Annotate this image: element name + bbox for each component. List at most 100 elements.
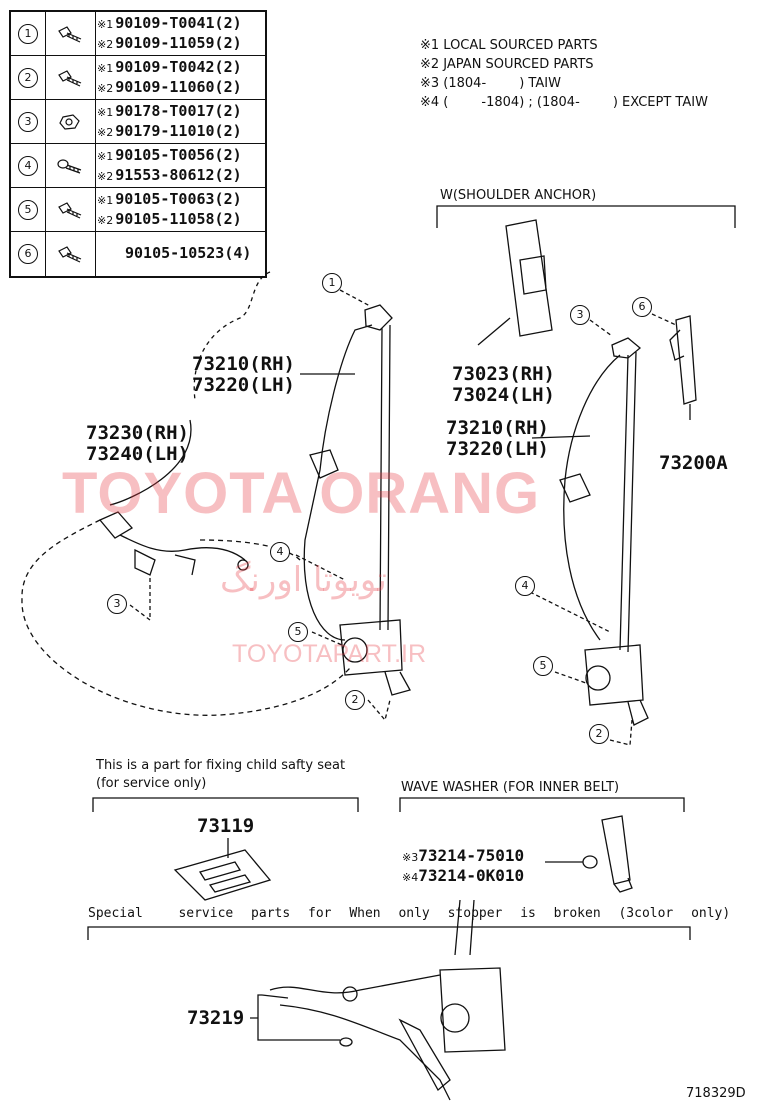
- wave-washer-pn-1: 73214-75010: [418, 846, 525, 865]
- stopper-belt: [269, 974, 441, 994]
- left-belt-tongue: [309, 449, 339, 479]
- ref-circle-1: 1: [322, 273, 342, 293]
- right-belt-lh-label: 73220(LH): [446, 438, 549, 460]
- source-mark: ※2: [97, 214, 114, 227]
- left-buckle-head: [98, 511, 134, 539]
- anchor-cover-rh-label: 73023(RH): [452, 363, 555, 385]
- left-buckle-cable: [119, 534, 246, 561]
- ref-circle-2-right: 2: [589, 724, 609, 744]
- left-upper-anchor: [364, 304, 393, 331]
- note-japan-sourced: ※2 JAPAN SOURCED PARTS: [420, 57, 594, 72]
- parts-table-ref-cell: 3: [11, 100, 46, 143]
- source-mark: ※1: [97, 18, 114, 31]
- inner-belt-end: [601, 815, 631, 885]
- part-number: 90109-11059(2): [115, 34, 242, 52]
- left-retractor: [339, 619, 403, 676]
- ref-circle-5: 5: [288, 622, 308, 642]
- ref-number: 6: [18, 244, 38, 264]
- ref-circle-6: 6: [632, 297, 652, 317]
- ref-number: 1: [18, 24, 38, 44]
- part-number: 90105-T0063(2): [115, 190, 242, 208]
- part-number: 90105-10523(4): [125, 244, 252, 262]
- watermark-main: TOYOTA ORANG: [62, 461, 541, 526]
- watermark-persian: تویوتا اورنگ: [220, 560, 387, 600]
- part-number-line: 90105-10523(4): [125, 244, 251, 262]
- source-mark: ※2: [97, 38, 114, 51]
- right-belt-rh-label: 73210(RH): [446, 417, 549, 439]
- source-mark: ※1: [97, 62, 114, 75]
- adjuster-label: 73200A: [659, 452, 728, 474]
- bolt-icon: [45, 232, 96, 276]
- child-seat-bracket: [92, 797, 359, 812]
- left-belt-outer: [379, 324, 391, 631]
- note-local-sourced: ※1 LOCAL SOURCED PARTS: [420, 38, 598, 53]
- left-belt-webbing: [303, 324, 373, 641]
- ref-circle-5-right: 5: [533, 656, 553, 676]
- note-taiw: ※3 (1804- ) TAIW: [420, 76, 561, 91]
- child-seat-note-line2: (for service only): [96, 776, 207, 791]
- shoulder-anchor-bracket: [436, 205, 736, 228]
- source-mark: ※2: [97, 126, 114, 139]
- source-mark: ※2: [97, 82, 114, 95]
- source-mark: ※1: [97, 194, 114, 207]
- shoulder-anchor-label: W(SHOULDER ANCHOR): [440, 188, 597, 203]
- right-upper-anchor: [611, 337, 642, 359]
- parts-table-ref-cell: 5: [11, 188, 46, 231]
- wave-washer-bracket: [399, 797, 685, 812]
- height-adjuster: [675, 315, 697, 405]
- child-seat-note-line1: This is a part for fixing child safty se…: [96, 758, 346, 773]
- stopper-button: [342, 986, 358, 1002]
- ref-circle-4: 4: [270, 542, 290, 562]
- buckle-rh-label: 73230(RH): [86, 422, 189, 444]
- special-service-note: Special service parts for When only stop…: [88, 906, 731, 921]
- ref-circle-2: 2: [345, 690, 365, 710]
- stopper-part-label: 73219: [187, 1007, 245, 1029]
- wave-washer-part-2: ※473214-0K010: [402, 866, 524, 885]
- ref-circle-3-right: 3: [570, 305, 590, 325]
- parts-table-ref-cell: 4: [11, 144, 46, 187]
- parts-table-row: 6 90105-10523(4): [11, 232, 265, 276]
- right-retractor-spool: [585, 665, 611, 691]
- diagram-id: 718329D: [686, 1086, 746, 1101]
- source-mark: ※1: [97, 150, 114, 163]
- left-buckle-bracket: [134, 548, 156, 576]
- anchor-cover: [505, 219, 553, 337]
- left-belt-lh-label: 73220(LH): [192, 374, 295, 396]
- right-belt-outer: [619, 351, 637, 653]
- source-mark: ※1: [97, 106, 114, 119]
- buckle-lh-label: 73240(LH): [86, 443, 189, 465]
- ref-circle-3: 3: [107, 594, 127, 614]
- right-belt-webbing: [563, 354, 621, 641]
- right-retractor: [584, 644, 644, 706]
- part-number: 91553-80612(2): [115, 166, 242, 184]
- part-number: 90179-11010(2): [115, 122, 242, 140]
- part-number: 90178-T0017(2): [115, 102, 242, 120]
- ref-number: 3: [18, 112, 38, 132]
- ref-number: 2: [18, 68, 38, 88]
- parts-table-ref-cell: 2: [11, 56, 46, 99]
- wave-washer-title: WAVE WASHER (FOR INNER BELT): [401, 780, 620, 795]
- bolt-icon: [45, 12, 96, 55]
- wave-washer-pn-2: 73214-0K010: [418, 866, 525, 885]
- part-number: 90109-T0042(2): [115, 58, 242, 76]
- special-service-bracket: [87, 926, 691, 940]
- parts-table-ref-cell: 1: [11, 12, 46, 55]
